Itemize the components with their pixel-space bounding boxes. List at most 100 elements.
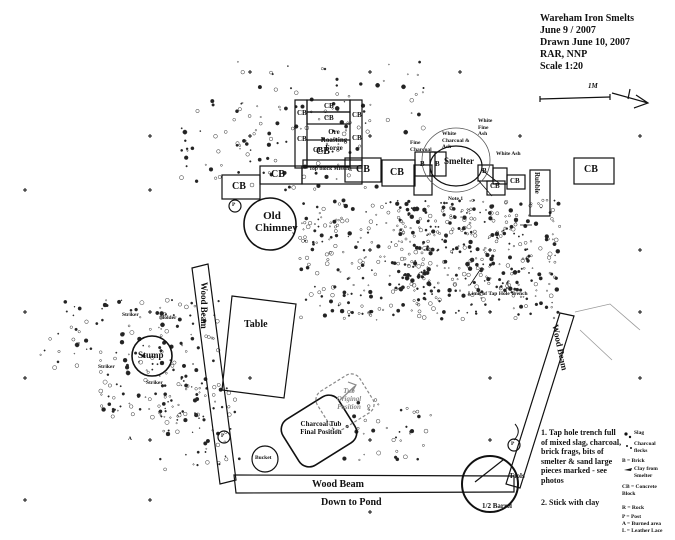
debris-fleck (204, 163, 207, 166)
debris-fleck (466, 272, 471, 277)
debris-fleck (180, 384, 183, 387)
debris-fleck (324, 174, 329, 180)
debris-fleck (537, 272, 542, 277)
grid-cross (248, 70, 252, 74)
legend-rock: R = Rock (622, 505, 645, 511)
debris-fleck (334, 106, 340, 111)
debris-fleck (410, 260, 414, 264)
fine-charcoal-label: Fine Charcoal (410, 140, 432, 153)
debris-fleck (466, 208, 469, 211)
debris-fleck (181, 363, 187, 368)
grid-cross (368, 248, 372, 252)
debris-fleck (162, 429, 165, 433)
debris-fleck (212, 385, 217, 390)
debris-fleck (513, 232, 516, 235)
debris-fleck (404, 201, 409, 207)
debris-fleck (401, 221, 405, 225)
debris-fleck (399, 408, 403, 412)
debris-fleck (266, 156, 270, 161)
debris-fleck (155, 311, 160, 315)
debris-fleck (314, 171, 318, 175)
debris-fleck (521, 257, 525, 261)
debris-fleck (184, 383, 189, 388)
debris-fleck (249, 182, 255, 188)
striker-label-1: Striker (122, 312, 139, 318)
debris-fleck (207, 335, 211, 339)
debris-fleck (395, 449, 399, 453)
debris-fleck (483, 280, 486, 282)
debris-fleck (490, 204, 495, 208)
debris-fleck (105, 303, 109, 308)
debris-fleck (507, 248, 510, 251)
debris-fleck (388, 63, 390, 66)
debris-fleck (268, 136, 274, 141)
debris-fleck (407, 213, 410, 216)
debris-fleck (421, 257, 425, 261)
debris-fleck (449, 250, 453, 254)
debris-fleck (146, 370, 150, 374)
grid-cross (148, 134, 152, 138)
debris-fleck (487, 281, 491, 285)
legend-post: P = Post (622, 514, 642, 520)
debris-fleck (553, 260, 557, 264)
debris-fleck (126, 370, 129, 373)
debris-fleck (195, 412, 200, 417)
debris-fleck (342, 456, 347, 461)
note-1-label: Note 1 (448, 196, 464, 202)
debris-fleck (466, 224, 472, 230)
debris-fleck (524, 304, 528, 308)
debris-fleck (57, 350, 61, 353)
debris-fleck (335, 178, 338, 180)
debris-fleck (154, 392, 158, 396)
debris-fleck (446, 273, 449, 277)
debris-fleck (458, 199, 462, 203)
debris-fleck (554, 254, 556, 257)
debris-fleck (147, 397, 152, 402)
debris-scatter (39, 60, 562, 472)
debris-fleck (448, 267, 450, 269)
debris-fleck (317, 290, 322, 295)
debris-fleck (363, 418, 367, 423)
debris-fleck (412, 410, 416, 414)
debris-fleck (220, 164, 223, 167)
debris-fleck (473, 233, 478, 238)
debris-fleck (423, 428, 429, 434)
debris-fleck (382, 308, 385, 311)
debris-fleck (482, 248, 485, 251)
debris-fleck (356, 426, 360, 430)
debris-fleck (548, 260, 551, 263)
debris-fleck (128, 402, 131, 405)
debris-fleck (436, 230, 440, 234)
debris-fleck (336, 268, 340, 272)
debris-fleck (194, 387, 198, 391)
debris-fleck (523, 241, 528, 245)
debris-fleck (482, 263, 485, 266)
debris-fleck (77, 330, 81, 334)
debris-fleck (462, 215, 467, 220)
grid-cross (23, 498, 27, 502)
debris-fleck (244, 139, 247, 142)
debris-fleck (506, 281, 509, 283)
debris-fleck (346, 121, 349, 124)
debris-fleck (164, 407, 166, 410)
debris-fleck (127, 324, 131, 328)
debris-fleck (513, 292, 515, 295)
grid-cross (458, 70, 462, 74)
debris-fleck (466, 311, 469, 314)
debris-fleck (394, 436, 398, 439)
debris-fleck (159, 306, 162, 309)
debris-fleck (527, 254, 531, 258)
debris-fleck (547, 255, 552, 260)
debris-fleck (497, 298, 501, 301)
debris-fleck (194, 368, 199, 373)
debris-fleck (484, 303, 487, 306)
debris-fleck (359, 228, 363, 231)
debris-fleck (305, 224, 311, 230)
debris-fleck (421, 242, 425, 245)
debris-fleck (554, 276, 558, 280)
debris-fleck (405, 406, 409, 410)
white-fine-ash-label: White Fine Ash (478, 118, 493, 137)
debris-fleck (205, 460, 210, 465)
debris-fleck (363, 289, 366, 292)
debris-fleck (194, 179, 199, 183)
